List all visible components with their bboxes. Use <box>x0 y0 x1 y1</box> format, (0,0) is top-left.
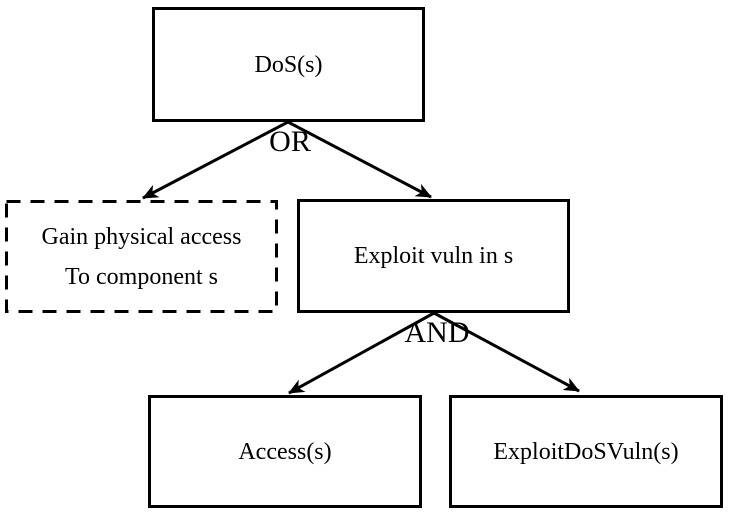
node-exploit-dos-vuln-label: ExploitDoSVuln(s) <box>493 438 679 465</box>
node-exploit-dos-vuln: ExploitDoSVuln(s) <box>449 395 723 508</box>
node-exploit-vuln-label: Exploit vuln in s <box>353 243 514 269</box>
or-gate-label: OR <box>269 125 311 158</box>
node-gain-physical-access-line1: Gain physical access <box>41 223 242 250</box>
node-gain-physical-access: Gain physical access To component s <box>5 200 278 313</box>
physical-node-dashed-border <box>5 200 278 313</box>
edge-exploit-to-exploitdosvuln <box>433 311 580 393</box>
node-access-label: Access(s) <box>238 438 332 465</box>
edge-dos-to-exploit <box>287 120 432 199</box>
node-exploit-vuln: Exploit vuln in s <box>297 199 570 313</box>
node-dos: DoS(s) <box>152 7 425 122</box>
edge-exploit-to-access <box>288 311 435 395</box>
edge-dos-to-physical <box>142 120 289 200</box>
and-gate-label: AND <box>404 316 470 349</box>
node-gain-physical-access-line2: To component s <box>65 263 218 290</box>
node-dos-label: DoS(s) <box>254 51 323 78</box>
node-access: Access(s) <box>148 395 422 508</box>
